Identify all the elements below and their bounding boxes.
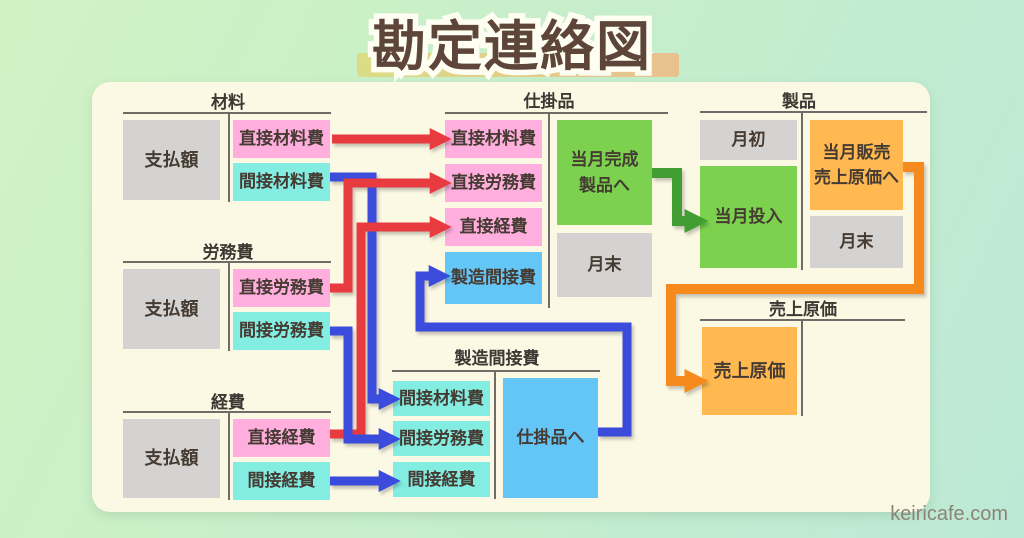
taccount-divider-overhead — [494, 370, 496, 499]
box-products-month-end: 月末 — [810, 216, 903, 268]
taccount-divider-expenses — [228, 411, 230, 500]
box-wip-direct-labor: 直接労務費 — [445, 164, 542, 202]
box-overhead-to-wip: 仕掛品へ — [503, 378, 598, 498]
page-title: 勘定連絡図 勘定連絡図 — [0, 0, 1024, 83]
box-wip-direct-expenses: 直接経費 — [445, 208, 542, 246]
account-header-cogs: 売上原価 — [769, 300, 837, 319]
page-title-outline: 勘定連絡図 — [367, 12, 656, 83]
page-title-text: 勘定連絡図 — [372, 17, 652, 77]
watermark: keiricafe.com — [890, 503, 1008, 525]
box-wip-direct-materials: 直接材料費 — [445, 120, 542, 158]
taccount-topline-expenses — [123, 411, 331, 413]
box-products-month-begin: 月初 — [700, 120, 797, 160]
box-cogs: 売上原価 — [702, 327, 797, 415]
account-header-overhead: 製造間接費 — [454, 349, 540, 368]
box-materials-direct: 直接材料費 — [233, 120, 330, 158]
account-header-materials: 材料 — [211, 93, 245, 112]
box-labor-indirect: 間接労務費 — [233, 312, 330, 350]
box-wip-month-end: 月末 — [557, 233, 652, 297]
taccount-divider-labor — [228, 261, 230, 351]
box-products-sold: 当月販売 売上原価へ — [810, 120, 903, 210]
box-overhead-indirect-labor: 間接労務費 — [393, 421, 490, 456]
box-overhead-indirect-expenses: 間接経費 — [393, 462, 490, 497]
account-header-products: 製品 — [782, 92, 816, 111]
account-header-expenses: 経費 — [211, 393, 245, 412]
box-labor-direct: 直接労務費 — [233, 269, 330, 307]
box-materials-payment: 支払額 — [123, 120, 220, 200]
box-products-input: 当月投入 — [700, 166, 797, 268]
taccount-topline-products — [700, 111, 927, 113]
taccount-divider-materials — [228, 112, 230, 202]
account-header-labor: 労務費 — [202, 243, 254, 262]
box-wip-overhead: 製造間接費 — [445, 252, 542, 304]
taccount-divider-products — [801, 111, 803, 270]
box-materials-indirect: 間接材料費 — [233, 163, 330, 201]
taccount-topline-overhead — [392, 370, 600, 372]
title-highlight-bar — [357, 53, 679, 77]
box-wip-completed: 当月完成 製品へ — [557, 120, 652, 225]
box-labor-payment: 支払額 — [123, 269, 220, 349]
taccount-divider-cogs — [801, 319, 803, 416]
taccount-topline-materials — [123, 112, 331, 114]
taccount-topline-labor — [123, 261, 331, 263]
taccount-topline-wip — [445, 112, 668, 114]
box-expenses-direct: 直接経費 — [233, 419, 330, 457]
box-expenses-payment: 支払額 — [123, 419, 220, 498]
account-header-wip: 仕掛品 — [523, 92, 575, 111]
taccount-divider-wip — [548, 112, 550, 308]
box-overhead-indirect-materials: 間接材料費 — [393, 381, 490, 416]
box-expenses-indirect: 間接経費 — [233, 462, 330, 500]
